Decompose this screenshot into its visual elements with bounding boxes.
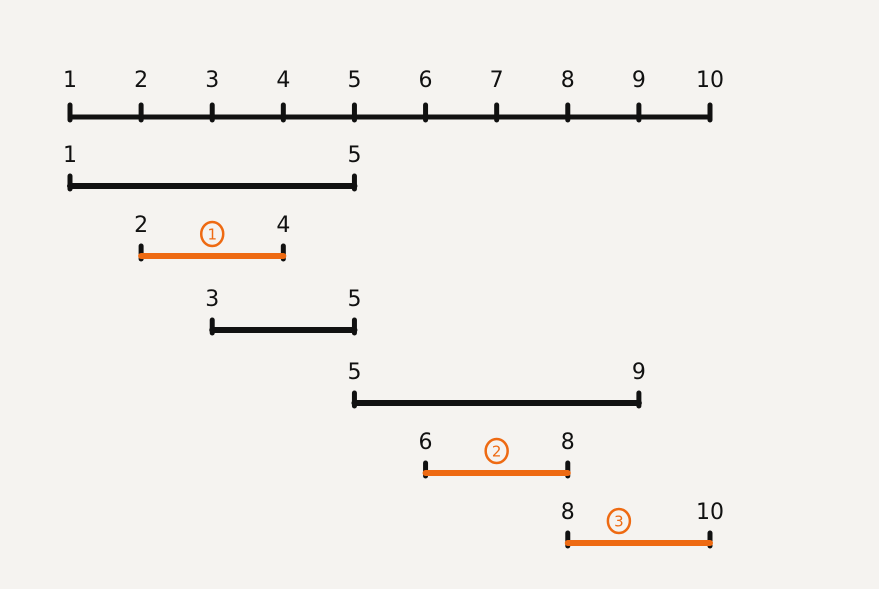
marker-circle (199, 220, 225, 248)
interval-row: 8 10 3 (561, 500, 724, 549)
axis-tick-label: 6 (419, 68, 433, 93)
axis-tick-label: 1 (63, 68, 77, 93)
interval-end-label: 10 (696, 500, 724, 525)
interval-row: 2 4 1 (134, 213, 290, 262)
axis-tick-label: 4 (276, 68, 290, 93)
interval-start-label: 1 (63, 143, 77, 168)
interval-end-label: 5 (347, 143, 361, 168)
axis-tick-label: 3 (205, 68, 219, 93)
axis-tick-label: 10 (696, 68, 724, 93)
number-line: 1 2 3 4 5 6 7 8 9 10 (63, 68, 724, 123)
interval-start-label: 2 (134, 213, 148, 238)
axis-tick-label: 7 (490, 68, 504, 93)
marker-circle (484, 437, 509, 465)
interval-end-label: 8 (561, 430, 575, 455)
axis-tick-label: 9 (632, 68, 646, 93)
interval-start-label: 6 (419, 430, 433, 455)
interval-end-label: 5 (347, 287, 361, 312)
selection-order-marker: 2 (484, 437, 509, 465)
marker-circle (606, 507, 632, 535)
selection-order-marker: 3 (606, 507, 632, 535)
marker-number: 2 (492, 443, 502, 461)
interval-start-label: 5 (347, 360, 361, 385)
interval-start-label: 8 (561, 500, 575, 525)
axis-tick-label: 8 (561, 68, 575, 93)
interval-end-label: 9 (632, 360, 646, 385)
interval-row: 6 8 2 (419, 430, 575, 479)
interval-start-label: 3 (205, 287, 219, 312)
interval-end-label: 4 (276, 213, 290, 238)
marker-number: 3 (614, 513, 624, 531)
axis-tick-label: 5 (347, 68, 361, 93)
marker-number: 1 (207, 226, 217, 244)
selection-order-marker: 1 (199, 220, 225, 248)
axis-tick-label: 2 (134, 68, 148, 93)
